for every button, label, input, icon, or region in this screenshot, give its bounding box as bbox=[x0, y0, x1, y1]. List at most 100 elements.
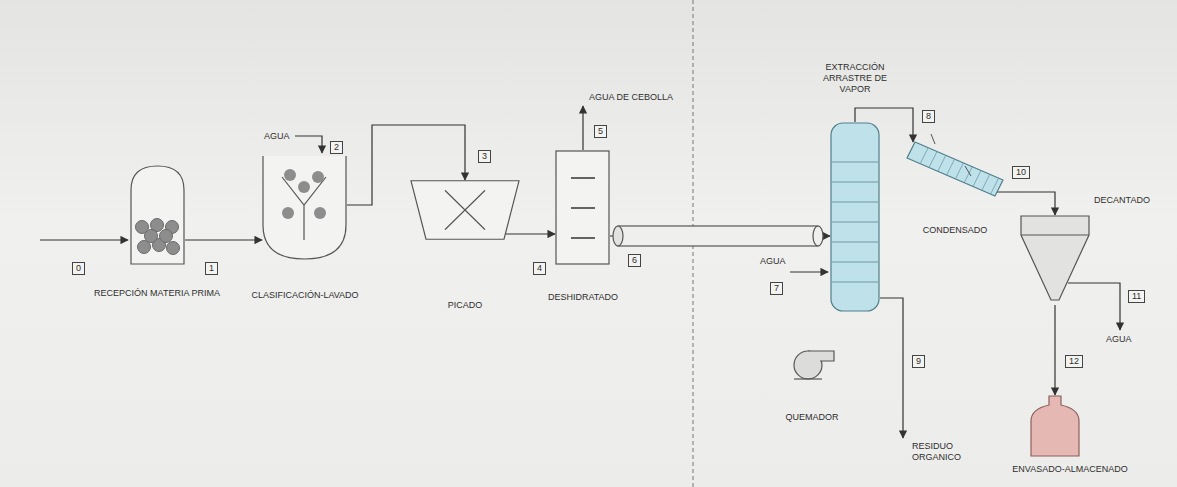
stream-number: 6 bbox=[628, 254, 641, 267]
stream-label: AGUA bbox=[760, 256, 786, 267]
condenser-part bbox=[964, 167, 972, 183]
burner-shape bbox=[788, 345, 836, 381]
equipment-label: CONDENSADO bbox=[923, 225, 988, 236]
condenser: CONDENSADO bbox=[905, 140, 1005, 200]
stream-number: 3 bbox=[478, 150, 491, 163]
feed-line bbox=[40, 239, 128, 240]
washing-tank: CLASIFICACIÓN-LAVADO bbox=[262, 155, 347, 260]
stream-number: 11 bbox=[1128, 290, 1145, 303]
equipment-label: DECANTADO bbox=[1094, 195, 1150, 206]
condenser-part bbox=[991, 178, 999, 194]
water-inlet-line bbox=[790, 271, 828, 272]
stream-number: 9 bbox=[912, 355, 925, 368]
bottle-shape bbox=[1030, 395, 1080, 457]
flow-line bbox=[506, 233, 555, 234]
stream-number: 7 bbox=[770, 282, 783, 295]
distillation-column-part bbox=[832, 222, 878, 223]
condenser-part bbox=[947, 159, 955, 175]
stream-number: 0 bbox=[72, 262, 85, 275]
drawing-part bbox=[813, 226, 823, 246]
water-outlet-line bbox=[1068, 283, 1120, 330]
distillation-column: EXTRACCIÓN ARRASTRE DE VAPOR bbox=[830, 122, 880, 312]
distillation-column-part bbox=[832, 162, 878, 163]
distillation-column-part bbox=[832, 242, 878, 243]
reception-tank-part bbox=[145, 230, 158, 243]
stream-number: 2 bbox=[330, 141, 343, 154]
condenser-part bbox=[973, 171, 981, 187]
washing-tank-part bbox=[314, 207, 326, 219]
condenser-shape bbox=[905, 140, 1005, 200]
stream-number: 5 bbox=[594, 125, 607, 138]
condenser-part bbox=[929, 152, 937, 168]
washing-tank-part bbox=[312, 171, 324, 183]
distillation-column-part bbox=[832, 182, 878, 183]
dehydrator-shape bbox=[555, 150, 610, 265]
flow-line bbox=[1054, 305, 1055, 395]
equipment-label: PICADO bbox=[448, 300, 483, 311]
decanter-part bbox=[1021, 235, 1089, 236]
stream-number: 4 bbox=[533, 262, 546, 275]
burner-part bbox=[794, 378, 822, 379]
dehydrator: DESHIDRATADO bbox=[555, 150, 610, 265]
stream-label: RESIDUO ORGANICO bbox=[912, 441, 974, 463]
reception-tank-part bbox=[131, 166, 184, 264]
chopper-part bbox=[445, 190, 485, 229]
chopper-part bbox=[411, 181, 519, 239]
dehydrator-part bbox=[571, 177, 595, 179]
flow-line bbox=[185, 239, 262, 240]
condenser-part bbox=[955, 163, 963, 179]
washing-tank-part bbox=[263, 156, 346, 259]
decanter: DECANTADO bbox=[1020, 215, 1090, 305]
stream-label: AGUA bbox=[1106, 334, 1132, 345]
dehydrator-part bbox=[556, 151, 609, 264]
washing-tank-part bbox=[282, 207, 294, 219]
drawing-part bbox=[618, 226, 818, 246]
distillation-column-part bbox=[832, 282, 878, 283]
drawing-part bbox=[613, 226, 623, 246]
washing-tank-part bbox=[282, 177, 326, 240]
bottle-part bbox=[1031, 396, 1079, 456]
washing-tank-part bbox=[284, 169, 296, 181]
equipment-label: QUEMADOR bbox=[785, 412, 838, 423]
condenser-part bbox=[938, 155, 946, 171]
stream-number: 8 bbox=[922, 110, 935, 123]
bottle: ENVASADO-ALMACENADO bbox=[1030, 395, 1080, 457]
chopper-shape bbox=[410, 180, 520, 240]
condenser-part bbox=[931, 134, 971, 176]
equipment-label: EXTRACCIÓN ARRASTRE DE VAPOR bbox=[815, 62, 895, 95]
stream-number: 10 bbox=[1012, 166, 1030, 179]
dehydrator-part bbox=[571, 207, 595, 209]
stream-number: 12 bbox=[1065, 355, 1083, 368]
water-inlet-line bbox=[295, 136, 322, 153]
dryer-tube bbox=[613, 226, 823, 246]
flow-line bbox=[997, 192, 1055, 215]
onion-water-outlet bbox=[582, 106, 583, 150]
distillation-column-part bbox=[832, 262, 878, 263]
burner-part bbox=[808, 351, 834, 361]
reception-tank-shape bbox=[130, 165, 185, 265]
distillation-column-shape bbox=[830, 122, 880, 312]
stream-number: 1 bbox=[205, 262, 218, 275]
stream-label: AGUA bbox=[264, 131, 290, 142]
distillation-column-part bbox=[831, 123, 879, 311]
equipment-label: DESHIDRATADO bbox=[548, 292, 618, 303]
washing-tank-shape bbox=[262, 155, 347, 260]
reception-tank-part bbox=[160, 230, 173, 243]
distillation-column-part bbox=[832, 202, 878, 203]
burner: QUEMADOR bbox=[788, 345, 836, 381]
equipment-label: RECEPCIÓN MATERIA PRIMA bbox=[94, 288, 220, 299]
condenser-part bbox=[920, 148, 928, 164]
equipment-label: ENVASADO-ALMACENADO bbox=[1012, 464, 1127, 475]
residue-outlet-line bbox=[880, 298, 903, 438]
stream-label: AGUA DE CEBOLLA bbox=[589, 92, 673, 103]
washing-tank-part bbox=[298, 181, 310, 193]
dehydrator-part bbox=[571, 237, 595, 239]
reception-tank: RECEPCIÓN MATERIA PRIMA bbox=[130, 165, 185, 265]
condenser-part bbox=[982, 174, 990, 190]
decanter-shape bbox=[1020, 215, 1090, 305]
chopper: PICADO bbox=[410, 180, 520, 240]
reception-tank-part bbox=[167, 242, 180, 255]
condenser-part bbox=[907, 142, 1003, 196]
equipment-label: CLASIFICACIÓN-LAVADO bbox=[251, 290, 358, 301]
